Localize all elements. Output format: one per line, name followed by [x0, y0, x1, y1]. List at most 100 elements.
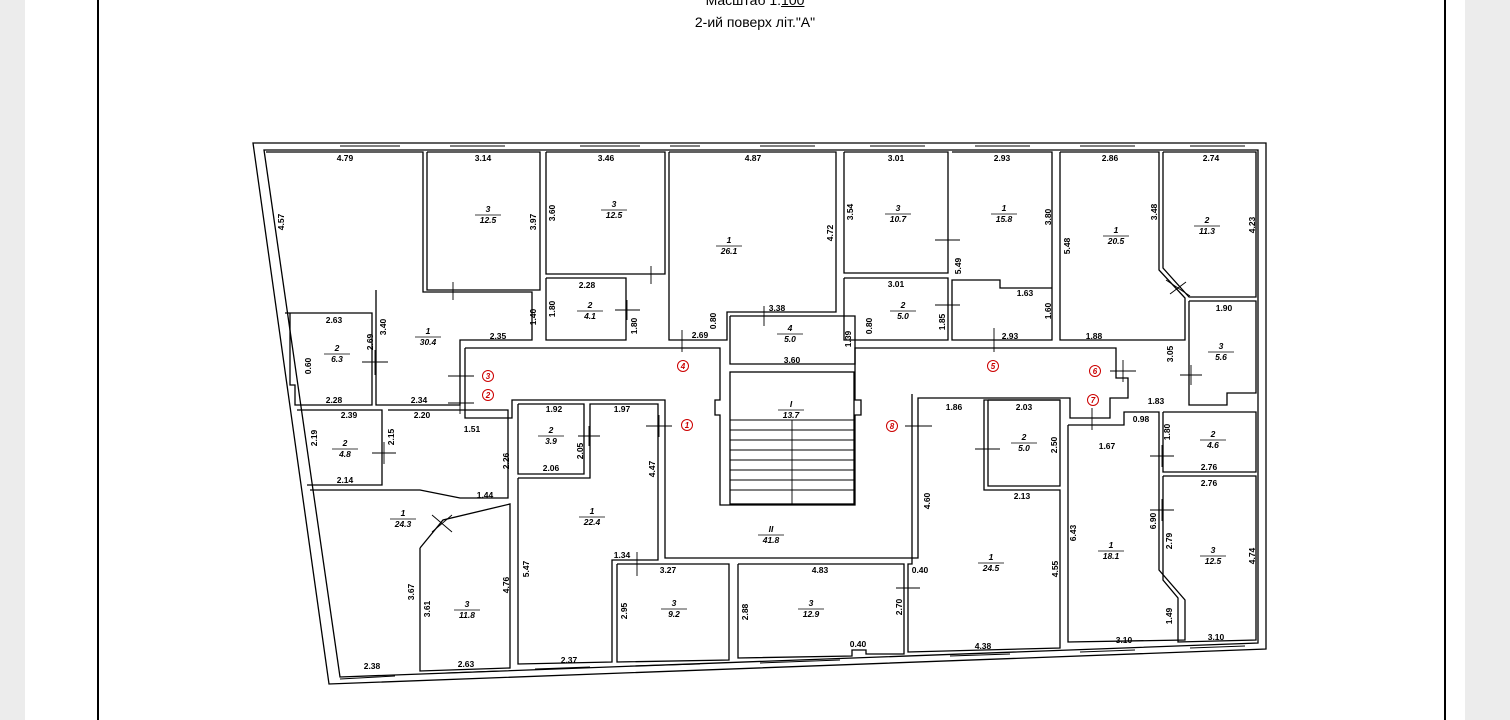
dimension-label: 2.93	[994, 153, 1011, 163]
room-label: 310.7	[885, 203, 911, 224]
room-label: 25.0	[890, 300, 916, 321]
dimension-label: 3.01	[888, 153, 905, 163]
dimension-label: 4.23	[1247, 216, 1257, 233]
dimension-label: 2.39	[341, 410, 358, 420]
dimension-label: 4.60	[922, 492, 932, 509]
dimension-label: 3.61	[422, 600, 432, 617]
room-label: 39.2	[661, 598, 687, 619]
dimension-label: 3.60	[784, 355, 801, 365]
room-label: 311.8	[454, 599, 480, 620]
dimension-label: 5.48	[1062, 237, 1072, 254]
dimension-label: 2.79	[1164, 532, 1174, 549]
wall-room-1-top	[668, 151, 837, 341]
scale-label: Масштаб 1:100	[0, 0, 1510, 8]
wall-room-2-mid	[517, 403, 585, 475]
room-number: 2	[587, 300, 593, 310]
inner-wall-outline	[263, 149, 1259, 678]
dimension-label: 2.15	[386, 428, 396, 445]
wall-corridor	[464, 347, 1129, 559]
dimension-label: 2.50	[1049, 436, 1059, 453]
room-area: 11.8	[459, 610, 475, 620]
wall-room-1-large	[266, 151, 533, 406]
dimension-label: 3.38	[769, 303, 786, 313]
door-marker: 8	[886, 420, 898, 432]
door-marker-number: 1	[685, 421, 690, 430]
dimension-label: 1.97	[614, 404, 631, 414]
room-area: 5.0	[784, 334, 796, 344]
room-label: 35.6	[1208, 341, 1234, 362]
room-label: I13.7	[778, 399, 804, 420]
dimension-label: 3.80	[1043, 208, 1053, 225]
dimension-label: 3.46	[598, 153, 615, 163]
dimension-label: 1.63	[1017, 288, 1034, 298]
dimension-label: 1.80	[629, 317, 639, 334]
dimension-label: 0.98	[1133, 414, 1150, 424]
door-marker-number: 4	[680, 362, 686, 371]
windows-top	[339, 145, 1246, 680]
room-label: 124.3	[390, 508, 416, 529]
wall-room-1-left-lower	[310, 409, 509, 499]
room-label: 122.4	[579, 506, 605, 527]
dimension-label: 1.34	[614, 550, 631, 560]
scale-value: 100	[781, 0, 805, 8]
door-marker-number: 6	[1093, 367, 1098, 376]
dimension-label: 1.67	[1099, 441, 1116, 451]
room-area: 20.5	[1107, 236, 1125, 246]
room-area: 11.3	[1199, 226, 1215, 236]
room-label: 24.8	[332, 438, 358, 459]
wall-room-1-mid	[517, 403, 659, 665]
wall-room-2-right	[1162, 411, 1257, 473]
room-area: 30.4	[420, 337, 437, 347]
sheet-border-left	[97, 0, 99, 720]
room-number: 1	[727, 235, 732, 245]
room-area: 4.6	[1206, 440, 1219, 450]
wall-room-2-left	[285, 312, 373, 406]
dimension-label: 2.35	[490, 331, 507, 341]
room-labels: 130.4312.5312.5126.124.145.0310.7115.825…	[324, 199, 1234, 620]
dimension-label: 2.76	[1201, 462, 1218, 472]
door-marker: 4	[677, 360, 689, 372]
floor-title: 2-ий поверх літ."А"	[694, 14, 816, 30]
wall-room-2-g	[1162, 151, 1257, 298]
dimension-label: 2.37	[561, 655, 578, 665]
dimension-label: 1.90	[1216, 303, 1233, 313]
room-number: 2	[1204, 215, 1210, 225]
dimension-label: 5.49	[953, 257, 963, 274]
room-number: 2	[900, 300, 906, 310]
dimension-label: 2.76	[1201, 478, 1218, 488]
dimension-label: 3.10	[1208, 632, 1225, 642]
dimension-label: 3.05	[1165, 345, 1175, 362]
door-marker: 7	[1087, 394, 1099, 406]
room-number: 3	[672, 598, 677, 608]
room-number: 1	[1002, 203, 1007, 213]
room-label: 211.3	[1194, 215, 1220, 236]
dimension-label: 1.92	[546, 404, 563, 414]
dimension-label: 2.26	[501, 452, 511, 469]
wall-room-3-right	[1162, 475, 1257, 643]
dimension-label: 2.20	[414, 410, 431, 420]
room-label: 23.9	[538, 425, 564, 446]
wall-room-3-c	[843, 151, 949, 274]
dimension-label: 2.70	[894, 598, 904, 615]
dimension-label: 4.87	[745, 153, 762, 163]
door-marker: 2	[482, 389, 494, 401]
room-area: 22.4	[583, 517, 601, 527]
dimension-label: 2.63	[326, 315, 343, 325]
room-number: 1	[989, 552, 994, 562]
room-label: 25.0	[1011, 432, 1037, 453]
dimension-label: 2.34	[411, 395, 428, 405]
room-number: 2	[1210, 429, 1216, 439]
room-area: 24.5	[982, 563, 1000, 573]
room-number: 1	[401, 508, 406, 518]
door-marker-circle	[482, 370, 494, 382]
room-number: 3	[465, 599, 470, 609]
dimension-label: 1.49	[1164, 607, 1174, 624]
room-label: 124.5	[978, 552, 1004, 573]
sheet-border-right	[1444, 0, 1446, 720]
dimension-label: 2.88	[740, 603, 750, 620]
door-marker-number: 2	[485, 391, 491, 400]
dimension-label: 2.06	[543, 463, 560, 473]
dimension-label: 3.97	[528, 213, 538, 230]
dimension-label: 2.13	[1014, 491, 1031, 501]
